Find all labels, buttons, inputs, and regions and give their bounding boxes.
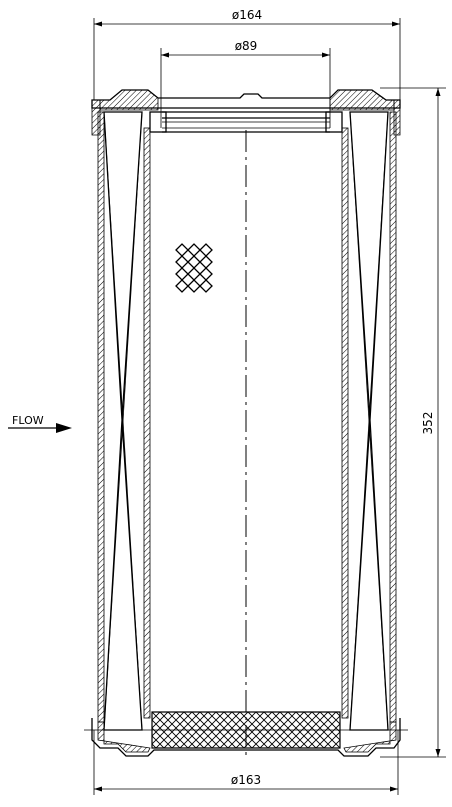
dim-top-outer: ø164 — [93, 8, 401, 100]
mesh-symbol — [175, 243, 213, 293]
pleat-media-right — [349, 111, 389, 731]
dim-top-inner: ø89 — [160, 39, 331, 128]
dim-height: 352 — [380, 87, 446, 758]
flow-arrow: FLOW — [8, 414, 72, 433]
bottom-end-cap — [84, 711, 408, 757]
outer-wall — [97, 111, 397, 723]
pleat-media-left — [103, 111, 143, 731]
flow-label: FLOW — [12, 414, 44, 427]
dim-bottom-outer: ø163 — [93, 730, 399, 795]
inner-tube — [143, 127, 349, 719]
dim-bottom-outer-label: ø163 — [231, 773, 261, 787]
dim-height-label: 352 — [421, 412, 435, 435]
dim-top-inner-label: ø89 — [235, 39, 258, 53]
dim-top-outer-label: ø164 — [232, 8, 262, 22]
